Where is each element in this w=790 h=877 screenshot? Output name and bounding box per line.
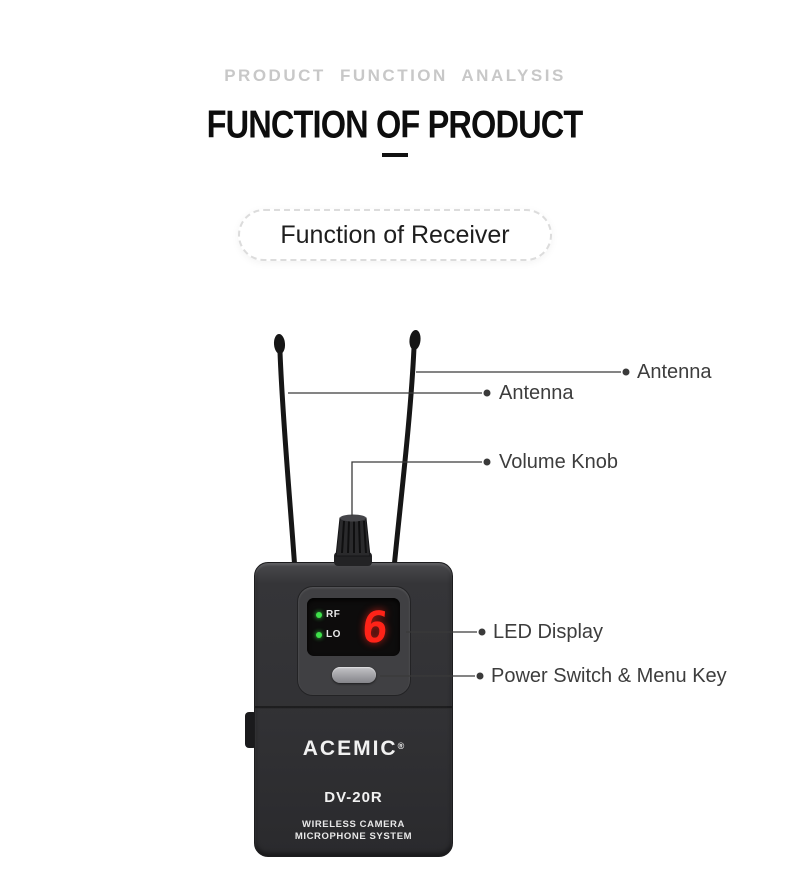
knob-rib <box>358 520 361 554</box>
knob-rib <box>363 520 367 554</box>
callout-antenna-right: Antenna <box>637 361 712 383</box>
page-title-text: FUNCTION OF PRODUCT <box>207 102 584 146</box>
registered-mark: ® <box>397 741 405 751</box>
callout-volume-knob: Volume Knob <box>499 451 618 473</box>
receiver-section-badge-label: Function of Receiver <box>280 220 510 249</box>
lo-label: LO <box>326 629 341 640</box>
callout-antenna-left: Antenna <box>499 382 574 404</box>
callout-power-switch: Power Switch & Menu Key <box>491 665 727 687</box>
brand-logo: ACEMIC® <box>255 737 452 761</box>
tagline-line2: MICROPHONE SYSTEM <box>294 831 413 842</box>
model-label: DV-20R <box>324 789 383 806</box>
page-title: FUNCTION OF PRODUCT <box>0 102 790 146</box>
channel-digit: 6 <box>359 603 391 653</box>
brand-text: ACEMIC <box>302 737 398 760</box>
power-switch-dot <box>476 672 484 680</box>
knob-rib <box>341 520 345 554</box>
led-display: RF LO 6 <box>307 598 400 656</box>
eyebrow-title: PRODUCT FUNCTION ANALYSIS <box>224 66 566 85</box>
antenna-right-dot <box>622 368 630 376</box>
lo-indicator: LO <box>316 629 341 640</box>
rf-indicator: RF <box>316 609 340 620</box>
callout-led-display: LED Display <box>493 621 604 643</box>
led-display-dot <box>478 628 486 636</box>
body-seam <box>255 706 452 709</box>
display-bezel: RF LO 6 <box>297 586 411 696</box>
tagline-line1: WIRELESS CAMERA <box>302 819 405 830</box>
receiver-body: RF LO 6 ACEMIC® DV-20R WIRELESS CAMERA M… <box>254 562 453 857</box>
receiver-section-badge: Function of Receiver <box>238 209 552 261</box>
knob-top <box>340 514 366 522</box>
knob-rib <box>347 520 350 554</box>
left-antenna-tip <box>273 334 286 354</box>
rf-label: RF <box>326 609 341 620</box>
volume-knob-line <box>351 461 482 516</box>
title-underline <box>382 153 408 157</box>
volume-knob-dot <box>483 458 491 466</box>
antenna-left-dot <box>483 389 491 397</box>
right-antenna-tip <box>409 330 421 350</box>
rf-led-icon <box>316 611 322 618</box>
lo-led-icon <box>316 631 322 638</box>
power-menu-button[interactable] <box>332 667 376 683</box>
volume-knob[interactable] <box>335 517 371 557</box>
